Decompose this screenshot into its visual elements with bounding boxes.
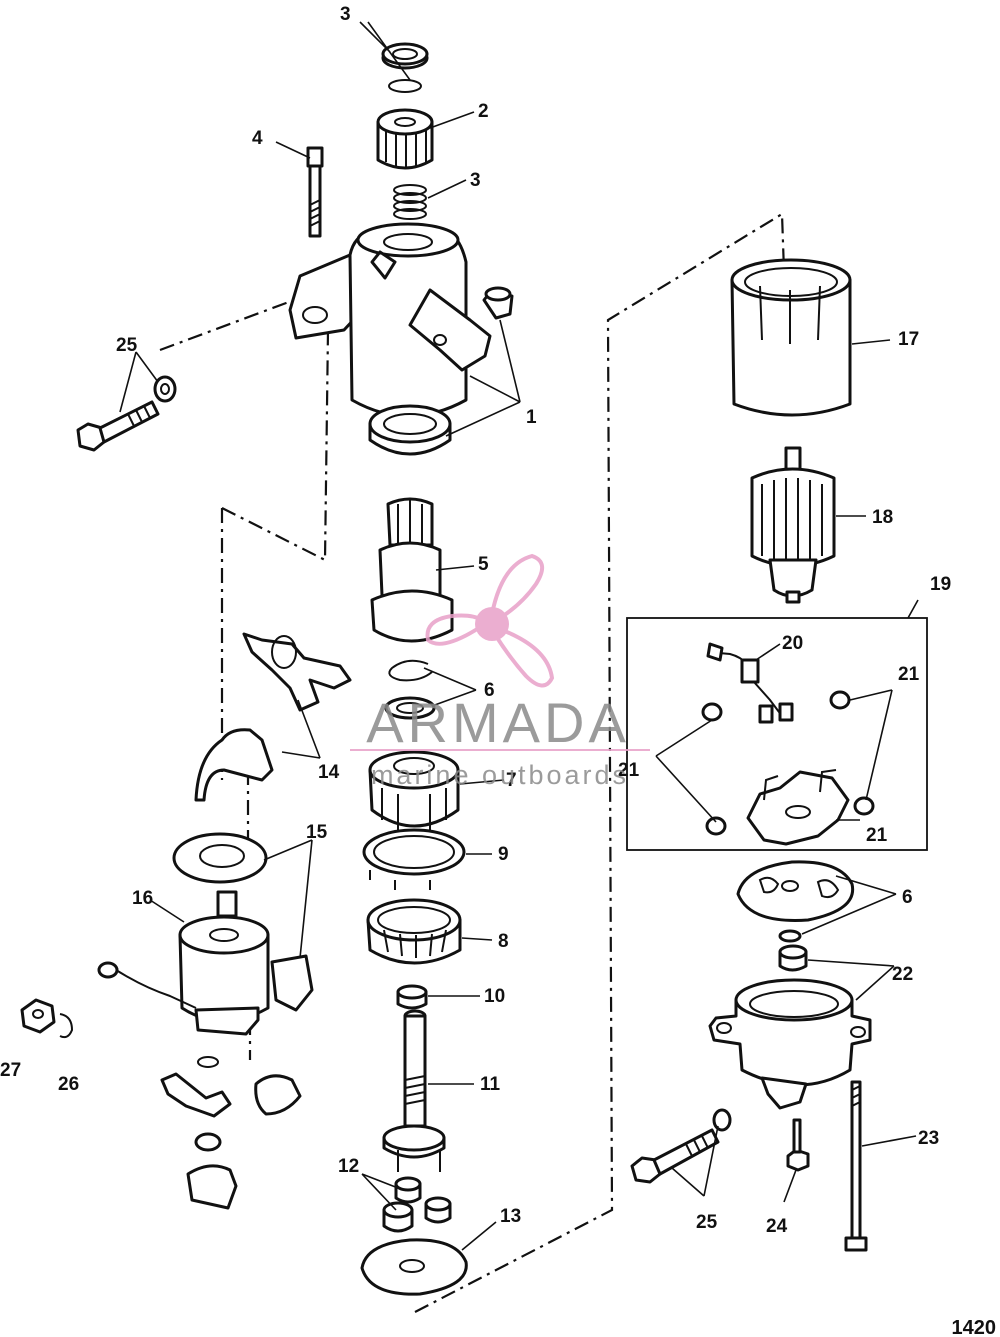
callout-13: 13 bbox=[500, 1206, 521, 1227]
callout-16: 16 bbox=[132, 888, 153, 909]
propeller-logo-icon bbox=[425, 553, 555, 688]
part-8-ring-gear bbox=[366, 898, 462, 965]
part-17-field-frame bbox=[730, 258, 852, 417]
callout-17: 17 bbox=[898, 329, 919, 350]
callout-5: 5 bbox=[478, 554, 489, 575]
watermark-brand: ARMADA bbox=[366, 691, 630, 754]
part-19-brush-assembly bbox=[626, 617, 928, 851]
part-15-gasket-boot bbox=[172, 832, 314, 1012]
callout-4: 4 bbox=[252, 128, 263, 149]
part-2-pinion-gear bbox=[376, 108, 434, 170]
callout-1: 1 bbox=[526, 407, 537, 428]
part-14-lever bbox=[194, 632, 352, 802]
callout-21-left: 21 bbox=[618, 760, 640, 781]
callout-20: 20 bbox=[782, 633, 803, 654]
callout-23: 23 bbox=[918, 1128, 939, 1149]
callout-8: 8 bbox=[498, 931, 509, 952]
callout-3-spring: 3 bbox=[470, 170, 481, 191]
part-6-end-plate bbox=[736, 860, 855, 943]
callout-18: 18 bbox=[872, 507, 893, 528]
part-7-gear-carrier bbox=[368, 750, 460, 830]
callout-3-top: 3 bbox=[340, 4, 351, 25]
part-22-end-housing bbox=[708, 944, 872, 1110]
part-23-through-bolt bbox=[844, 1080, 868, 1252]
callout-9: 9 bbox=[498, 844, 509, 865]
callout-24: 24 bbox=[766, 1216, 788, 1237]
callout-10: 10 bbox=[484, 986, 505, 1007]
callout-15: 15 bbox=[306, 822, 328, 843]
callout-21-upper-right: 21 bbox=[898, 664, 920, 685]
part-10-bushing bbox=[396, 984, 428, 1010]
watermark-tagline: marine outboards bbox=[371, 760, 629, 790]
part-25-bolt-upper bbox=[76, 375, 177, 452]
callout-25-upper: 25 bbox=[116, 335, 138, 356]
part-18-armature bbox=[750, 446, 836, 604]
callout-25-lower: 25 bbox=[696, 1212, 718, 1233]
callout-labels: 3 2 3 4 1 25 5 6 7 9 8 10 11 12 13 14 15… bbox=[0, 4, 951, 1237]
part-13-plate bbox=[360, 1238, 468, 1296]
callout-14: 14 bbox=[318, 762, 340, 783]
leader-lines bbox=[119, 21, 919, 1251]
part-4-bolt bbox=[306, 146, 324, 238]
part-6-clip-washer bbox=[384, 659, 436, 720]
callout-21-lower: 21 bbox=[866, 825, 888, 846]
part-3-spring bbox=[393, 184, 427, 220]
part-16-solenoid bbox=[97, 890, 302, 1210]
callout-2: 2 bbox=[478, 101, 489, 122]
callout-22: 22 bbox=[892, 964, 913, 985]
diagram-number: 1420 bbox=[952, 1317, 997, 1337]
part-11-shaft bbox=[382, 1009, 446, 1172]
callout-7: 7 bbox=[506, 770, 517, 791]
part-5-drive-assembly bbox=[370, 497, 454, 643]
callout-11: 11 bbox=[480, 1074, 501, 1095]
part-25-bolt-lower bbox=[630, 1108, 732, 1184]
callout-6-right: 6 bbox=[902, 887, 913, 908]
callout-12: 12 bbox=[338, 1156, 359, 1177]
brand-watermark: ARMADA marine outboards bbox=[350, 553, 650, 790]
part-1-bearing bbox=[368, 404, 452, 456]
part-24-screw bbox=[786, 1118, 810, 1172]
callout-26: 26 bbox=[58, 1074, 79, 1095]
callout-27: 27 bbox=[0, 1060, 21, 1081]
part-1-drive-housing bbox=[288, 222, 514, 418]
part-27-26-nut-washer bbox=[20, 998, 74, 1039]
part-12-planet-gears bbox=[382, 1176, 452, 1233]
callout-19: 19 bbox=[930, 574, 951, 595]
part-3-seal bbox=[381, 42, 429, 93]
callout-6-center: 6 bbox=[484, 680, 495, 701]
part-9-gasket bbox=[362, 828, 466, 890]
